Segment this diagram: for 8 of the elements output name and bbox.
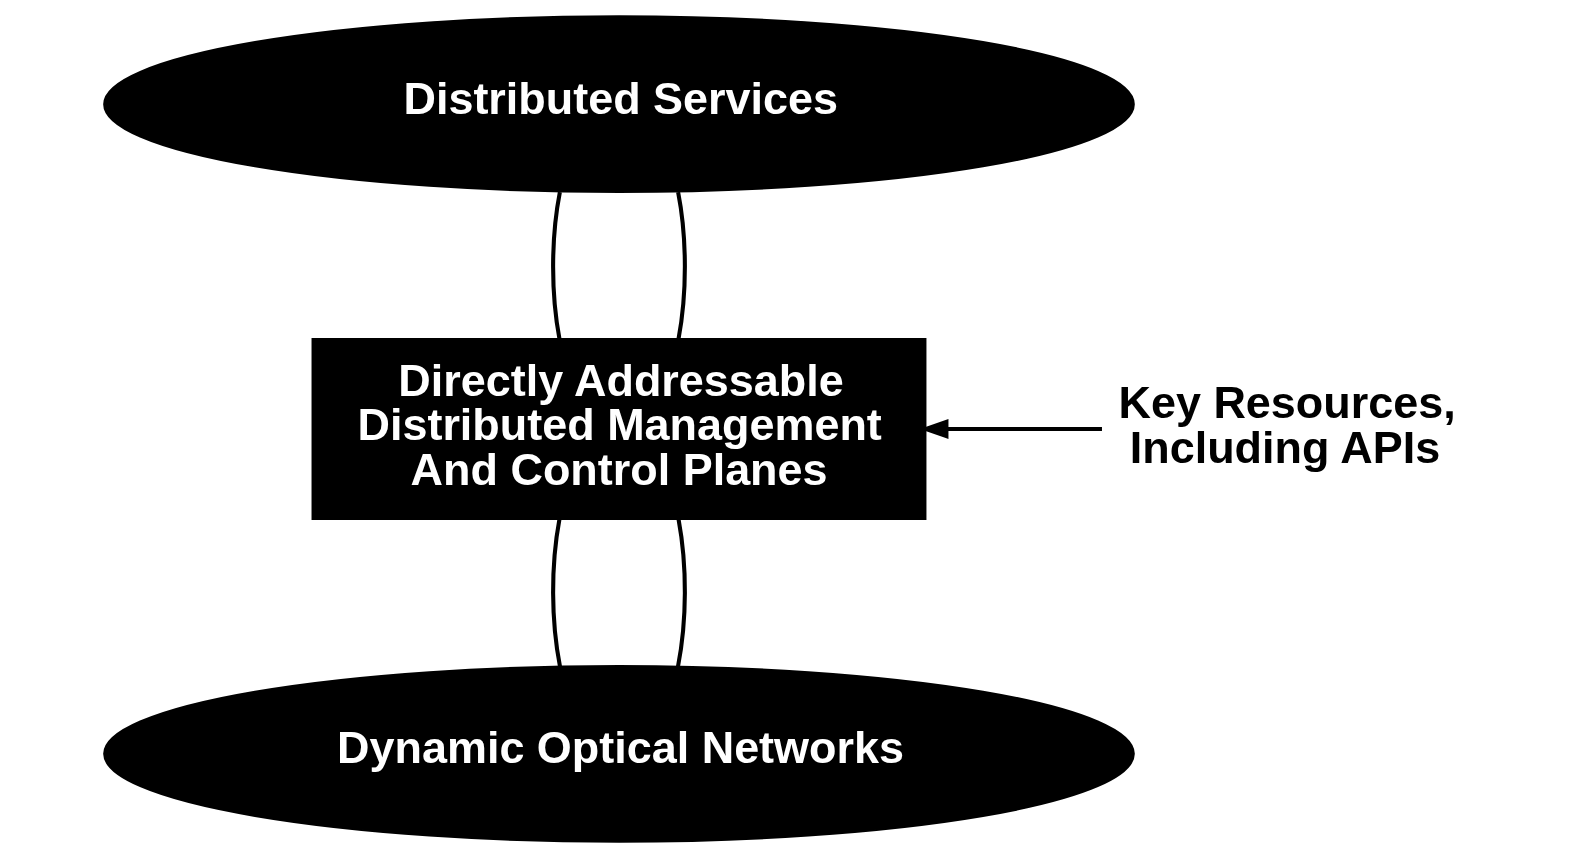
connector <box>551 519 562 667</box>
connector <box>676 519 687 667</box>
node-text: Key Resources, Including APIs <box>1118 376 1456 473</box>
connector <box>551 191 562 340</box>
node-ellipse: Dynamic Optical Networks <box>103 664 1135 843</box>
node-ellipse: Distributed Services <box>103 15 1135 194</box>
connector <box>676 191 687 340</box>
node-box: Directly Addressable Distributed Management And Control Planes <box>311 338 927 520</box>
